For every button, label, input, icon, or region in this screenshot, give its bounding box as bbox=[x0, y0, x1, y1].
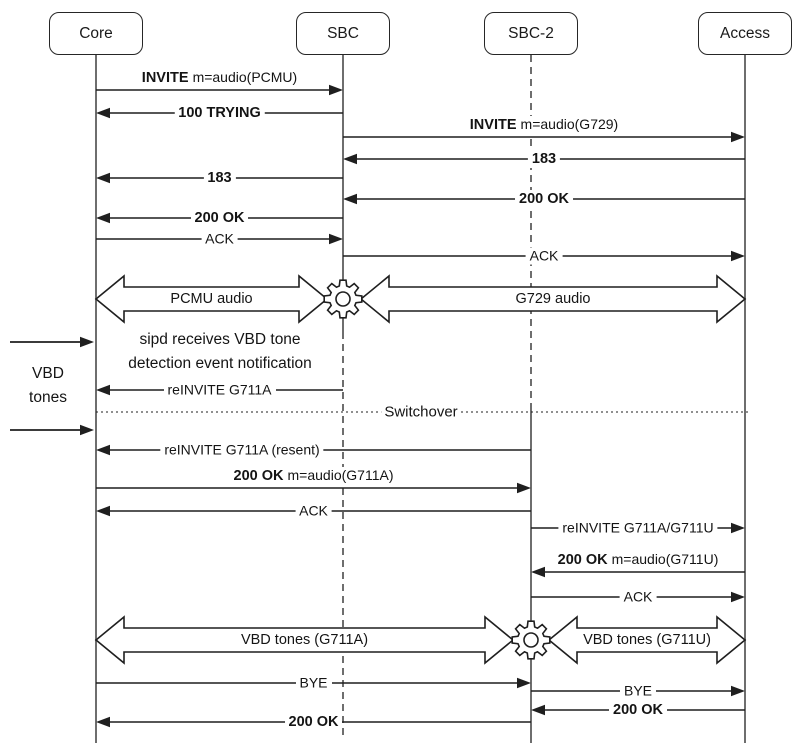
message-label-text: INVITE bbox=[469, 117, 521, 133]
arrowhead-icon bbox=[531, 704, 545, 716]
message-label-text: reINVITE G711A bbox=[167, 381, 272, 398]
message-label-text: 200 OK bbox=[519, 191, 569, 207]
actor-box-sbc2: SBC-2 bbox=[484, 12, 578, 55]
arrowhead-icon bbox=[96, 172, 110, 184]
arrowhead-icon bbox=[80, 336, 94, 348]
actor-box-access: Access bbox=[698, 12, 792, 55]
arrowhead-icon bbox=[517, 482, 531, 494]
media-flow-arrow bbox=[359, 274, 747, 324]
message-label: ACK bbox=[619, 588, 657, 606]
media-flow-label: PCMU audio bbox=[170, 291, 253, 307]
message-label-text: ACK bbox=[205, 230, 234, 247]
message-label: 183 bbox=[203, 169, 236, 187]
message-label: 183 bbox=[527, 150, 561, 168]
arrowhead-icon bbox=[731, 522, 745, 534]
message-label: INVITE m=audio(PCMU) bbox=[137, 69, 302, 87]
arrowhead-icon bbox=[96, 384, 110, 396]
arrowhead-icon bbox=[731, 591, 745, 603]
message-label-text: reINVITE G711A/G711U bbox=[562, 519, 714, 536]
message-label: 200 OK m=audio(G711U) bbox=[553, 551, 723, 569]
arrowhead-icon bbox=[96, 444, 110, 456]
note-text: VBD tones bbox=[29, 362, 67, 410]
arrowhead-icon bbox=[96, 716, 110, 728]
message-label-text: 200 OK bbox=[233, 468, 288, 484]
message-label-text: m=audio(G711A) bbox=[287, 467, 394, 483]
message-label: 200 OK m=audio(G711A) bbox=[229, 467, 398, 485]
message-label-text: INVITE bbox=[141, 70, 193, 86]
actor-box-core: Core bbox=[49, 12, 143, 55]
actor-label: SBC-2 bbox=[508, 24, 554, 42]
note-text: sipd receives VBD tone detection event no… bbox=[128, 328, 312, 376]
media-flow-label: VBD tones (G711U) bbox=[583, 632, 711, 648]
arrowhead-icon bbox=[343, 193, 357, 205]
message-label-text: 200 OK bbox=[613, 702, 663, 718]
message-label: ACK bbox=[201, 230, 238, 248]
message-label-text: 200 OK bbox=[288, 714, 339, 730]
note-line: VBD bbox=[32, 365, 64, 382]
arrowhead-icon bbox=[80, 424, 94, 436]
media-flow-arrow bbox=[547, 615, 747, 665]
note-line: tones bbox=[29, 389, 67, 406]
note-line: sipd receives VBD tone bbox=[139, 331, 301, 348]
actor-label: Access bbox=[720, 24, 770, 42]
message-label-text: reINVITE G711A (resent) bbox=[164, 441, 320, 458]
actor-label: SBC bbox=[327, 24, 359, 42]
message-label-text: BYE bbox=[623, 682, 653, 699]
message-label-text: 200 OK bbox=[194, 210, 245, 226]
message-label-text: m=audio(G711U) bbox=[611, 551, 719, 567]
message-label-text: BYE bbox=[299, 674, 328, 691]
message-label-text: m=audio(PCMU) bbox=[192, 69, 298, 85]
arrowhead-icon bbox=[96, 505, 110, 517]
arrowhead-icon bbox=[531, 566, 545, 578]
arrowhead-icon bbox=[731, 685, 745, 697]
note-line: detection event notification bbox=[128, 355, 312, 372]
media-flow-label: VBD tones (G711A) bbox=[240, 632, 369, 648]
message-label: BYE bbox=[295, 674, 332, 692]
arrowhead-icon bbox=[96, 107, 110, 119]
message-label-text: 200 OK bbox=[557, 552, 612, 568]
message-label: INVITE m=audio(G729) bbox=[465, 116, 623, 134]
actor-label: Core bbox=[79, 24, 113, 42]
arrowhead-icon bbox=[343, 153, 357, 165]
message-label: reINVITE G711A (resent) bbox=[160, 441, 324, 459]
arrowhead-icon bbox=[731, 250, 745, 262]
message-label-text: ACK bbox=[623, 588, 653, 605]
arrowhead-icon bbox=[329, 84, 343, 96]
message-label-text: m=audio(G729) bbox=[520, 116, 619, 132]
message-label: 200 OK bbox=[284, 713, 343, 731]
message-label-text: 100 TRYING bbox=[178, 105, 261, 121]
message-label-text: 183 bbox=[207, 170, 232, 186]
message-label: 100 TRYING bbox=[174, 104, 265, 122]
message-label: reINVITE G711A bbox=[163, 381, 276, 399]
media-flow-label: G729 audio bbox=[515, 291, 591, 307]
message-label-text: 183 bbox=[531, 151, 557, 167]
message-label: ACK bbox=[525, 247, 563, 265]
message-label: reINVITE G711A/G711U bbox=[558, 519, 718, 537]
message-label: ACK bbox=[295, 502, 332, 520]
message-label: 200 OK bbox=[515, 190, 573, 208]
message-label-text: ACK bbox=[529, 247, 559, 264]
arrowhead-icon bbox=[731, 131, 745, 143]
message-label: BYE bbox=[619, 682, 657, 700]
gear-hub bbox=[523, 632, 539, 648]
gear-hub bbox=[335, 291, 351, 307]
message-label-text: ACK bbox=[299, 502, 328, 519]
message-label: 200 OK bbox=[609, 701, 667, 719]
separator-label: Switchover bbox=[381, 403, 461, 421]
arrowhead-icon bbox=[329, 233, 343, 245]
arrowhead-icon bbox=[96, 212, 110, 224]
message-label: 200 OK bbox=[190, 209, 249, 227]
arrowhead-icon bbox=[517, 677, 531, 689]
actor-box-sbc: SBC bbox=[296, 12, 390, 55]
